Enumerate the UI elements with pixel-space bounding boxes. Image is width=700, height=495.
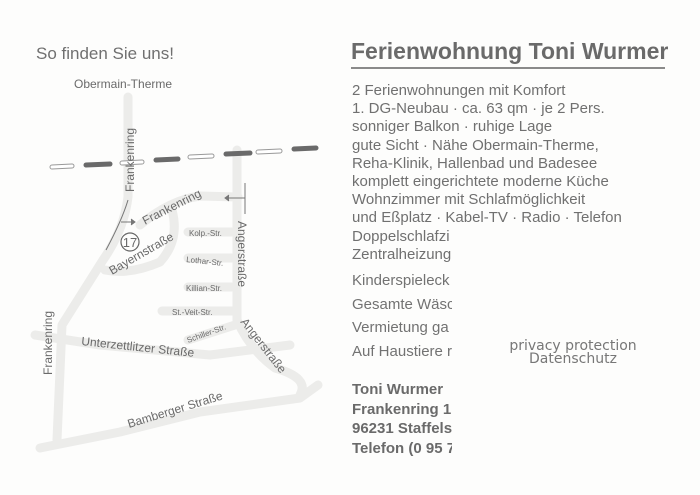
feature-item: und Eßplatz · Kabel-TV · Radio · Telefon: [352, 209, 622, 227]
feature-item: Zentralheizung: [352, 245, 452, 263]
watermark-line: Datenschutz: [529, 351, 617, 367]
listing-title: Ferienwohnung Toni Wurmer: [351, 38, 668, 69]
road-bamberger: [35, 380, 323, 453]
roads: [30, 92, 323, 453]
feature-item: Wohnzimmer mit Schlafmöglichkeit: [352, 191, 586, 209]
extra-item: Vermietung ga: [352, 319, 449, 336]
marker-number: 17: [123, 235, 137, 250]
railway: [49, 145, 319, 170]
route-line: [105, 199, 129, 251]
privacy-watermark: privacy protection Datenschutz: [500, 338, 646, 367]
contact-phone: Telefon (0 95 7: [352, 439, 452, 457]
street-label: Kolp.-Str.: [189, 229, 222, 238]
street-label: Frankenring: [41, 311, 55, 375]
contact-block: Toni Wurmer Frankenring 1 96231 Staffels…: [352, 380, 452, 458]
street-label: Killian-Str.: [186, 284, 222, 293]
location-marker-icon: [120, 232, 140, 252]
street-label: Lothar-Str.: [186, 255, 224, 268]
feature-item: 1. DG-Neubau · ca. 63 qm · je 2 Pers.: [352, 100, 605, 118]
road-angerstrasse: [232, 145, 307, 400]
road-frankenring-ring: [135, 191, 243, 230]
contact-city: 96231 Staffels: [352, 420, 452, 437]
street-label: Angerstraße: [235, 221, 249, 287]
road-bayernstrasse: [100, 205, 179, 276]
map-heading: So finden Sie uns!: [36, 44, 174, 63]
street-label: Unterzettlitzer Straße: [81, 334, 196, 360]
arrow-icon: [226, 183, 246, 214]
feature-item: Doppelschlafzi: [352, 227, 450, 245]
feature-item: Reha-Klinik, Hallenbad und Badesee: [352, 154, 598, 172]
road-frankenring-main: [52, 92, 133, 445]
contact-street: Frankenring 1: [352, 400, 452, 418]
feature-item: sonniger Balkon · ruhige Lage: [352, 118, 553, 136]
road-unterzettlitzer: [30, 330, 295, 360]
landmark-label: Obermain-Therme: [74, 77, 172, 91]
street-label: Frankenring: [123, 128, 137, 192]
feature-item: 2 Ferienwohnungen mit Komfort: [352, 82, 566, 99]
contact-name: Toni Wurmer: [352, 381, 444, 398]
watermark-line: privacy protection: [509, 338, 637, 354]
feature-item: komplett eingerichtete moderne Küche: [352, 173, 609, 191]
road-schiller: [183, 320, 240, 345]
route-arrows: [105, 183, 246, 251]
street-map: 17 Obermain-Therme Frankenring Frankenri…: [30, 77, 323, 453]
extra-item: Kinderspieleck: [352, 272, 450, 289]
extra-item: Auf Haustiere r: [352, 343, 452, 360]
feature-item: gute Sicht · Nähe Obermain-Therme,: [352, 136, 599, 154]
street-label: St.-Veit-Str.: [172, 308, 212, 317]
feature-list: 2 Ferienwohnungen mit Komfort 1. DG-Neub…: [352, 82, 622, 264]
extra-item: Gesamte Wäsc: [352, 296, 452, 313]
